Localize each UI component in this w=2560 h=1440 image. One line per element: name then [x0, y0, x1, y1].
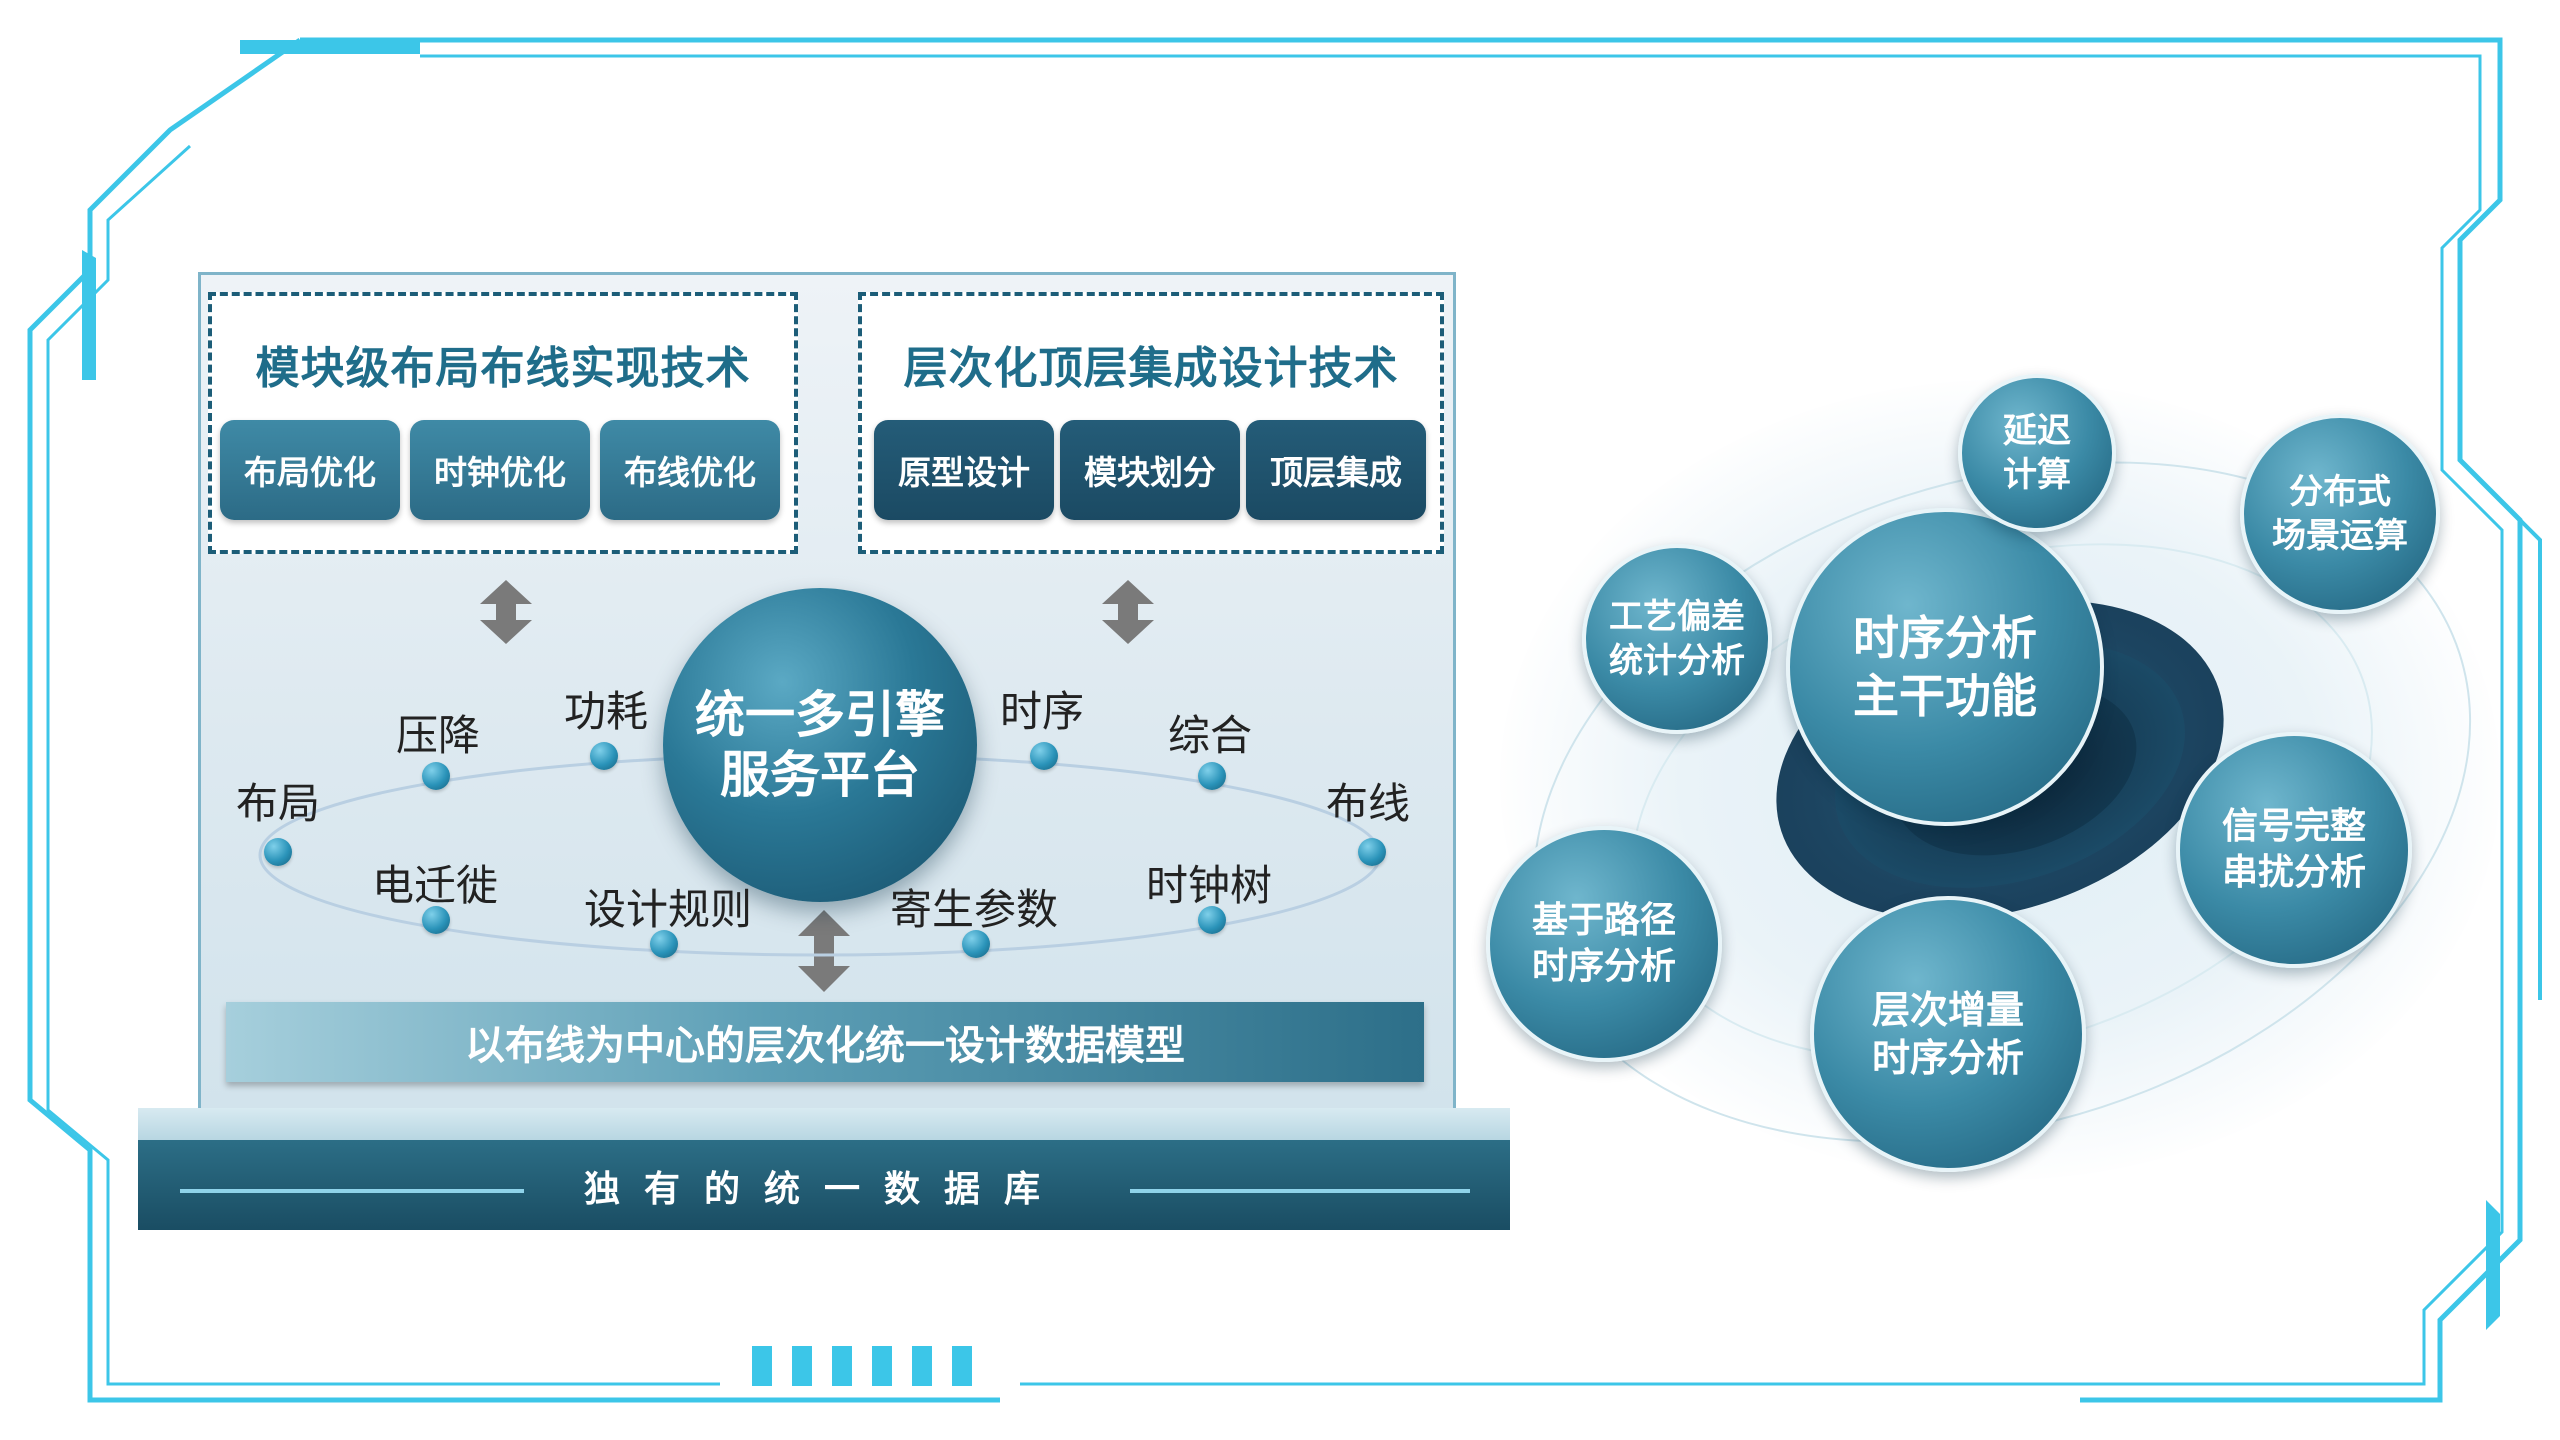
- si-line2: 串扰分析: [2221, 852, 2366, 893]
- dot-timing: [1030, 742, 1058, 770]
- double-arrow-icon-bottom: [798, 910, 850, 992]
- timing-core-bubble: 时序分析 主干功能: [1786, 508, 2104, 826]
- variation-line2: 统计分析: [1609, 641, 1745, 681]
- incremental-line2: 时序分析: [1871, 1036, 2024, 1080]
- incremental-line1: 层次增量: [1871, 988, 2024, 1032]
- bubble-process-variation: 工艺偏差 统计分析: [1582, 544, 1772, 734]
- bubble-path-based-timing: 基于路径 时序分析: [1486, 826, 1722, 1062]
- label-synthesis: 综合: [1168, 711, 1253, 760]
- unified-database-label: 独有的统一数据库: [583, 1169, 1064, 1210]
- dot-design-rules: [650, 930, 678, 958]
- path-line1: 基于路径: [1531, 900, 1676, 941]
- database-base-top: [138, 1108, 1510, 1142]
- database-line-left: [180, 1189, 524, 1193]
- delay-line2: 计算: [2003, 455, 2071, 495]
- bubble-delay-calc: 延迟 计算: [1958, 374, 2116, 532]
- label-electromigration: 电迁徙: [372, 861, 499, 910]
- chip-routing-optimization: 布线优化: [600, 420, 780, 520]
- label-routing: 布线: [1326, 779, 1411, 828]
- core-line2: 主干功能: [1853, 669, 2037, 723]
- database-line-right: [1130, 1189, 1470, 1193]
- bubble-signal-integrity: 信号完整 串扰分析: [2176, 732, 2412, 968]
- path-line2: 时序分析: [1531, 946, 1676, 987]
- label-timing: 时序: [1000, 687, 1085, 736]
- bubble-incremental-timing: 层次增量 时序分析: [1810, 896, 2086, 1172]
- dot-routing: [1358, 838, 1386, 866]
- unified-engine-hub: 统一多引擎 服务平台: [663, 588, 977, 902]
- unified-data-model-bar: 以布线为中心的层次化统一设计数据模型: [226, 1002, 1424, 1082]
- distributed-line1: 分布式: [2289, 472, 2391, 512]
- chip-top-integration: 顶层集成: [1246, 420, 1426, 520]
- dot-clock-tree: [1198, 906, 1226, 934]
- delay-line1: 延迟: [2003, 411, 2071, 451]
- dot-parasitics: [962, 930, 990, 958]
- hierarchical-tech-title: 层次化顶层集成设计技术: [903, 343, 1399, 394]
- label-layout: 布局: [236, 779, 321, 828]
- hub-line1: 统一多引擎: [695, 686, 945, 744]
- dot-power: [590, 742, 618, 770]
- double-arrow-icon-right: [1102, 580, 1154, 644]
- hub-line2: 服务平台: [720, 746, 920, 804]
- chip-layout-optimization: 布局优化: [220, 420, 400, 520]
- module-level-tech-title: 模块级布局布线实现技术: [255, 343, 751, 394]
- dot-ir-drop: [422, 762, 450, 790]
- label-clock-tree: 时钟树: [1146, 861, 1273, 910]
- label-power: 功耗: [564, 687, 649, 736]
- variation-line1: 工艺偏差: [1609, 597, 1745, 637]
- label-parasitics: 寄生参数: [890, 885, 1059, 934]
- double-arrow-icon-left: [480, 580, 532, 644]
- core-line1: 时序分析: [1853, 611, 2037, 665]
- database-base: [138, 1140, 1510, 1230]
- dot-electromigration: [422, 906, 450, 934]
- label-design-rules: 设计规则: [584, 885, 753, 934]
- chip-clock-optimization: 时钟优化: [410, 420, 590, 520]
- distributed-line2: 场景运算: [2272, 516, 2408, 556]
- chip-prototype-design: 原型设计: [874, 420, 1054, 520]
- dot-layout: [264, 838, 292, 866]
- chip-module-partition: 模块划分: [1060, 420, 1240, 520]
- bubble-distributed-scenarios: 分布式 场景运算: [2240, 414, 2440, 614]
- dot-synthesis: [1198, 762, 1226, 790]
- si-line1: 信号完整: [2221, 806, 2366, 847]
- label-ir-drop: 压降: [396, 711, 481, 760]
